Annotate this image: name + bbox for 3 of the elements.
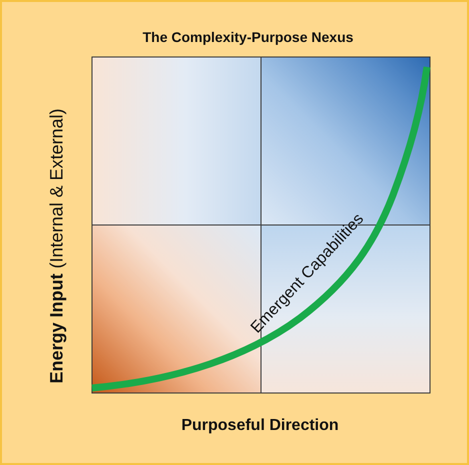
diagram-title: The Complexity-Purpose Nexus (142, 28, 354, 46)
y-axis-title: Energy Input (Internal & External) (46, 108, 68, 384)
x-axis-title: Purposeful Direction (181, 416, 339, 436)
